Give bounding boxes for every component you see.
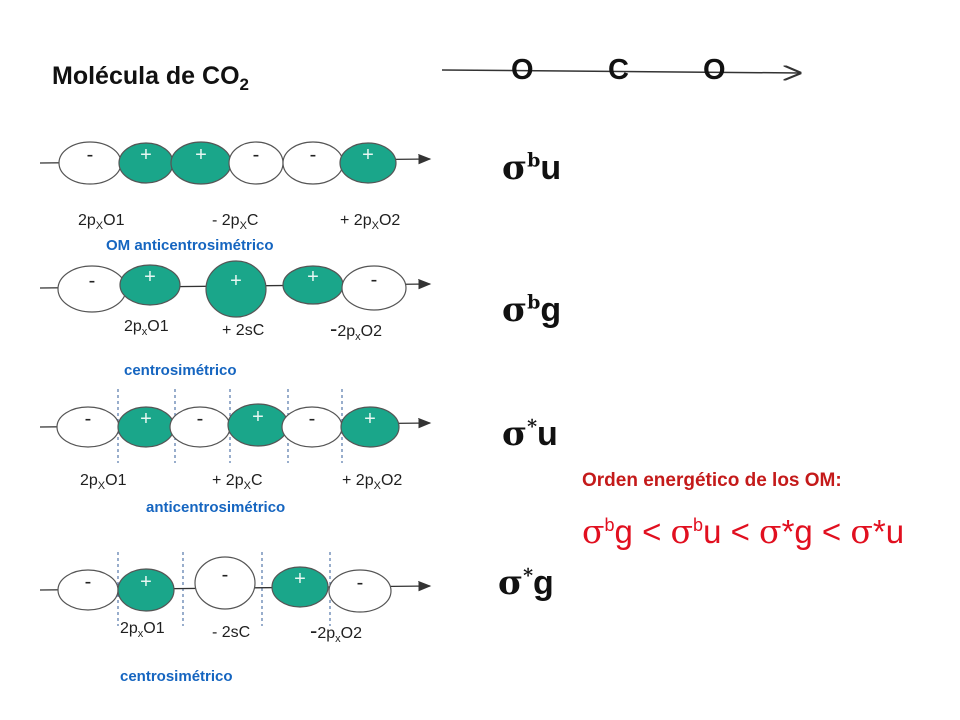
lobe-sign: - xyxy=(357,572,364,594)
lobe-sign: + xyxy=(362,144,374,166)
positive-lobe xyxy=(117,568,175,612)
mo-symbol-sigma-b-g: σbg xyxy=(502,290,562,330)
order-term-4: σ*u xyxy=(850,512,905,551)
lobe-sign: + xyxy=(140,144,152,166)
lobe-sign: - xyxy=(85,571,92,593)
positive-lobe xyxy=(339,142,397,184)
orbital-label: + 2pXO2 xyxy=(342,472,403,493)
positive-lobe xyxy=(119,264,181,306)
negative-lobe xyxy=(194,556,256,610)
mo-symbol-sigma-star-u: σ*u xyxy=(502,414,558,454)
lobe-sign: + xyxy=(230,270,242,292)
lobe-sign: + xyxy=(364,408,376,430)
orbital-label: + 2sC xyxy=(222,322,265,339)
energy-order-sequence: σbg < σbu < σ*g < σ*u xyxy=(582,512,905,551)
orbital-rows: - + + - - + - + + + - - + - + - + - + - + - xyxy=(39,141,432,626)
positive-lobe xyxy=(271,566,329,608)
lobe-sign: - xyxy=(253,144,260,166)
molecular-axis-arrow xyxy=(441,70,800,73)
orbital-label: - 2pXC xyxy=(212,212,259,233)
lobe-sign: - xyxy=(89,270,96,292)
orbital-label: 2pXO1 xyxy=(80,472,127,493)
axis-atom-o1: O xyxy=(511,54,534,86)
symmetry-label: anticentrosimétrico xyxy=(146,499,286,516)
orbital-label: -2pxO2 xyxy=(330,316,382,344)
axis-atom-c: C xyxy=(608,54,629,86)
lobe-sign: + xyxy=(144,266,156,288)
lobe-sign: - xyxy=(309,408,316,430)
page-title: Molécula de CO2 xyxy=(52,62,250,94)
lobe-sign: + xyxy=(195,144,207,166)
orbital-row-3: - + - + - + xyxy=(39,389,432,463)
lobe-sign: + xyxy=(252,406,264,428)
lobe-sign: - xyxy=(85,408,92,430)
lobe-sign: - xyxy=(310,144,317,166)
positive-lobe xyxy=(340,406,400,448)
order-term-2: σbu xyxy=(670,512,722,551)
mo-symbol-sigma-star-g: σ*g xyxy=(498,563,554,603)
lobe-sign: - xyxy=(197,408,204,430)
lobe-sign: - xyxy=(222,564,229,586)
orbital-label: 2pxO1 xyxy=(120,620,165,641)
lobe-sign: + xyxy=(294,568,306,590)
orbital-row-1: - + + - - + xyxy=(39,141,432,185)
orbital-label: + 2pXC xyxy=(212,472,263,493)
orbital-label: - 2sC xyxy=(212,624,251,641)
axis-atom-o2: O xyxy=(703,54,726,86)
order-term-3: σ*g xyxy=(759,512,813,551)
lobe-sign: - xyxy=(371,269,378,291)
mo-symbol-sigma-b-u: σbu xyxy=(502,148,562,188)
negative-lobe xyxy=(328,569,392,613)
lobe-sign: + xyxy=(140,408,152,430)
lobe-sign: - xyxy=(87,144,94,166)
lobe-sign: + xyxy=(140,571,152,593)
order-term-1: σbg xyxy=(582,512,633,551)
orbital-label: -2pxO2 xyxy=(310,618,362,646)
positive-lobe xyxy=(205,260,267,318)
symmetry-label: OM anticentrosimétrico xyxy=(106,237,274,254)
orbital-label: 2pxO1 xyxy=(124,318,169,339)
lobe-sign: + xyxy=(307,266,319,288)
symmetry-label: centrosimétrico xyxy=(124,362,237,379)
orbital-label: + 2pXO2 xyxy=(340,212,401,233)
energy-order-title: Orden energético de los OM: xyxy=(582,470,842,491)
symmetry-label: centrosimétrico xyxy=(120,668,233,685)
orbital-label: 2pXO1 xyxy=(78,212,125,233)
orbital-row-2: - + + + - xyxy=(39,260,432,318)
negative-lobe xyxy=(341,265,407,311)
orbital-row-4: - + - + - xyxy=(39,552,432,626)
